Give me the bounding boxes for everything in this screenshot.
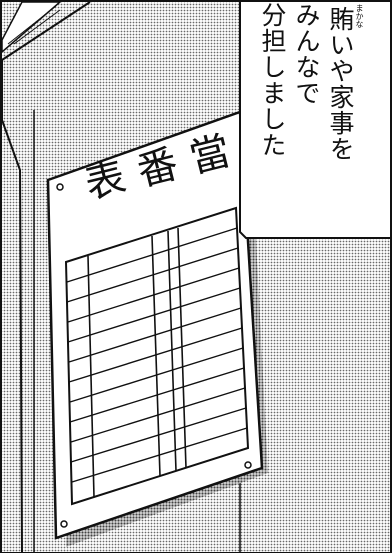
- caption-line-1: 賄いや家事を: [326, 6, 355, 162]
- wall-tone-right: [240, 238, 390, 552]
- duty-table: [64, 206, 250, 506]
- pin-top-left: [56, 183, 64, 191]
- caption-ruby: まかな: [355, 4, 364, 28]
- pin-bottom-right: [244, 461, 252, 469]
- caption-line-2: みんなで: [292, 2, 321, 106]
- caption-box-edge: [239, 2, 390, 239]
- ceiling-hatch-1: [7, 5, 57, 45]
- wall-edge-left: [0, 60, 23, 553]
- pin-bottom-left: [60, 520, 68, 528]
- ceiling-hatch-2: [13, 9, 61, 45]
- ceiling-edge-line: [1, 1, 91, 61]
- caption-line-3: 分担しました: [258, 2, 287, 158]
- caption-box-overlay: [240, 2, 390, 238]
